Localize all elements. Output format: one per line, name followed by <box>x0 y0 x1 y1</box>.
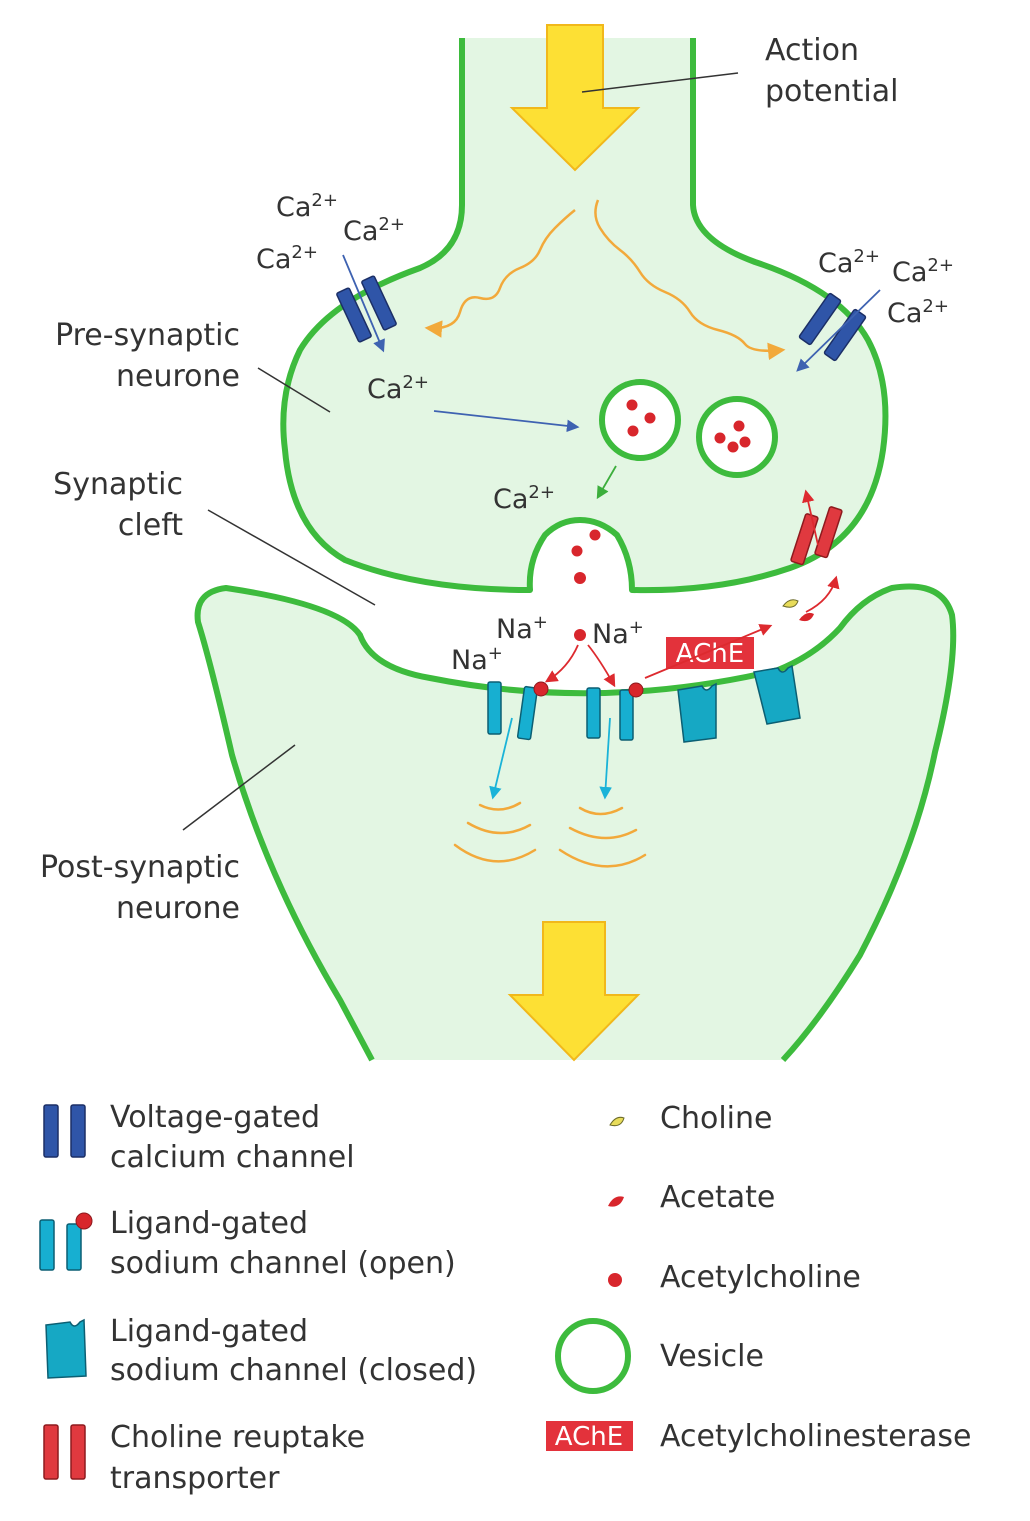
vesicle <box>599 379 681 461</box>
pre-synaptic-label-line2: neurone <box>116 359 240 394</box>
voltage-gated-calcium-channel-left <box>336 275 397 343</box>
action-potential-label-line2: potential <box>765 74 898 109</box>
legend-ache-tag <box>546 1421 633 1451</box>
legend-choline-transporter-icon <box>43 1424 86 1480</box>
vesicle <box>696 396 778 478</box>
calcium-ion-label: Ca2+ <box>493 482 555 515</box>
legend-ligand-open-line1: Ligand-gated <box>110 1206 308 1241</box>
pre-synaptic-label-line1: Pre-synaptic <box>55 318 240 353</box>
legend-acetate-label: Acetate <box>660 1180 775 1215</box>
legend-vesicle-icon <box>555 1318 631 1394</box>
action-potential-label-line1: Action <box>765 33 859 68</box>
acetylcholine-molecule <box>714 432 726 444</box>
legend-acetylcholine-label: Acetylcholine <box>660 1260 861 1295</box>
acetylcholine-molecule <box>733 420 745 432</box>
acetylcholine-molecule <box>574 629 586 641</box>
calcium-ion-label: Ca2+ <box>818 246 880 279</box>
ache-tag-text: AChE <box>676 639 744 669</box>
outgoing-signal-arrow <box>507 921 641 1062</box>
legend-ligand-open-line2: sodium channel (open) <box>110 1246 456 1281</box>
acetylcholine-molecule <box>589 529 601 541</box>
calcium-ion-label: Ca2+ <box>887 296 949 329</box>
choline-molecule <box>782 599 799 608</box>
legend-transporter-line2: transporter <box>110 1461 280 1496</box>
synaptic-cleft-label-line2: cleft <box>118 508 183 543</box>
ligand-gated-sodium-channel-closed <box>677 682 717 743</box>
calcium-ion-label: Ca2+ <box>276 190 338 223</box>
ligand-gated-sodium-channel-closed <box>753 664 801 725</box>
legend-vesicle-label: Vesicle <box>660 1339 764 1374</box>
acetate-molecule <box>799 612 814 622</box>
legend-voltage-gated-calcium-channel-icon <box>43 1104 86 1158</box>
signal-arcs <box>453 801 647 868</box>
post-synaptic-label-line1: Post-synaptic <box>40 850 240 885</box>
legend-acetate-icon <box>608 1196 624 1207</box>
acetylcholine-molecule <box>626 399 638 411</box>
acetylcholine-molecule <box>739 436 751 448</box>
exocytosis-arrow <box>596 465 617 500</box>
legend-voltage-gated-line1: Voltage-gated <box>110 1100 320 1135</box>
synaptic-cleft-label-line1: Synaptic <box>53 467 183 502</box>
legend-ache-label: Acetylcholinesterase <box>660 1419 971 1454</box>
post-synaptic-label-line2: neurone <box>116 891 240 926</box>
legend-choline-icon <box>609 1116 625 1127</box>
calcium-ion-label: Ca2+ <box>256 242 318 275</box>
legend-acetylcholine-icon <box>608 1273 622 1287</box>
depolarisation-waves <box>424 199 786 361</box>
ligand-gated-sodium-channel-open <box>586 682 644 741</box>
calcium-flow-arrows <box>342 254 881 433</box>
legend-ligand-closed-line2: sodium channel (closed) <box>110 1353 477 1388</box>
legend: Voltage-gated calcium channel Ligand-gat… <box>39 1100 971 1496</box>
voltage-gated-calcium-channel-right <box>798 292 867 362</box>
legend-ache-tag-text: AChE <box>555 1422 623 1452</box>
legend-ligand-gated-closed-icon <box>45 1318 87 1379</box>
legend-choline-label: Choline <box>660 1101 772 1136</box>
legend-ligand-closed-line1: Ligand-gated <box>110 1314 308 1349</box>
sodium-ion-label: Na+ <box>451 643 503 676</box>
acetylcholine-molecule <box>727 441 739 453</box>
legend-transporter-line1: Choline reuptake <box>110 1420 365 1455</box>
acetylcholine-molecule <box>644 412 656 424</box>
label-pointers <box>182 72 739 831</box>
legend-ligand-gated-open-icon <box>39 1212 93 1271</box>
calcium-ion-label: Ca2+ <box>367 372 429 405</box>
calcium-ion-label: Ca2+ <box>343 214 405 247</box>
action-potential-arrow <box>509 24 641 172</box>
acetylcholine-molecule <box>571 545 583 557</box>
vesicles <box>571 379 778 584</box>
legend-voltage-gated-line2: calcium channel <box>110 1140 355 1175</box>
calcium-ion-label: Ca2+ <box>892 255 954 288</box>
ligand-gated-sodium-channel-open <box>487 681 549 741</box>
sodium-influx-arrows <box>489 717 612 800</box>
sodium-ion-label: Na+ <box>496 612 548 645</box>
sodium-ion-label: Na+ <box>592 617 644 650</box>
acetylcholine-molecule <box>574 572 586 584</box>
acetylcholine-molecule <box>627 425 639 437</box>
acetylcholine-arrows <box>544 489 840 688</box>
